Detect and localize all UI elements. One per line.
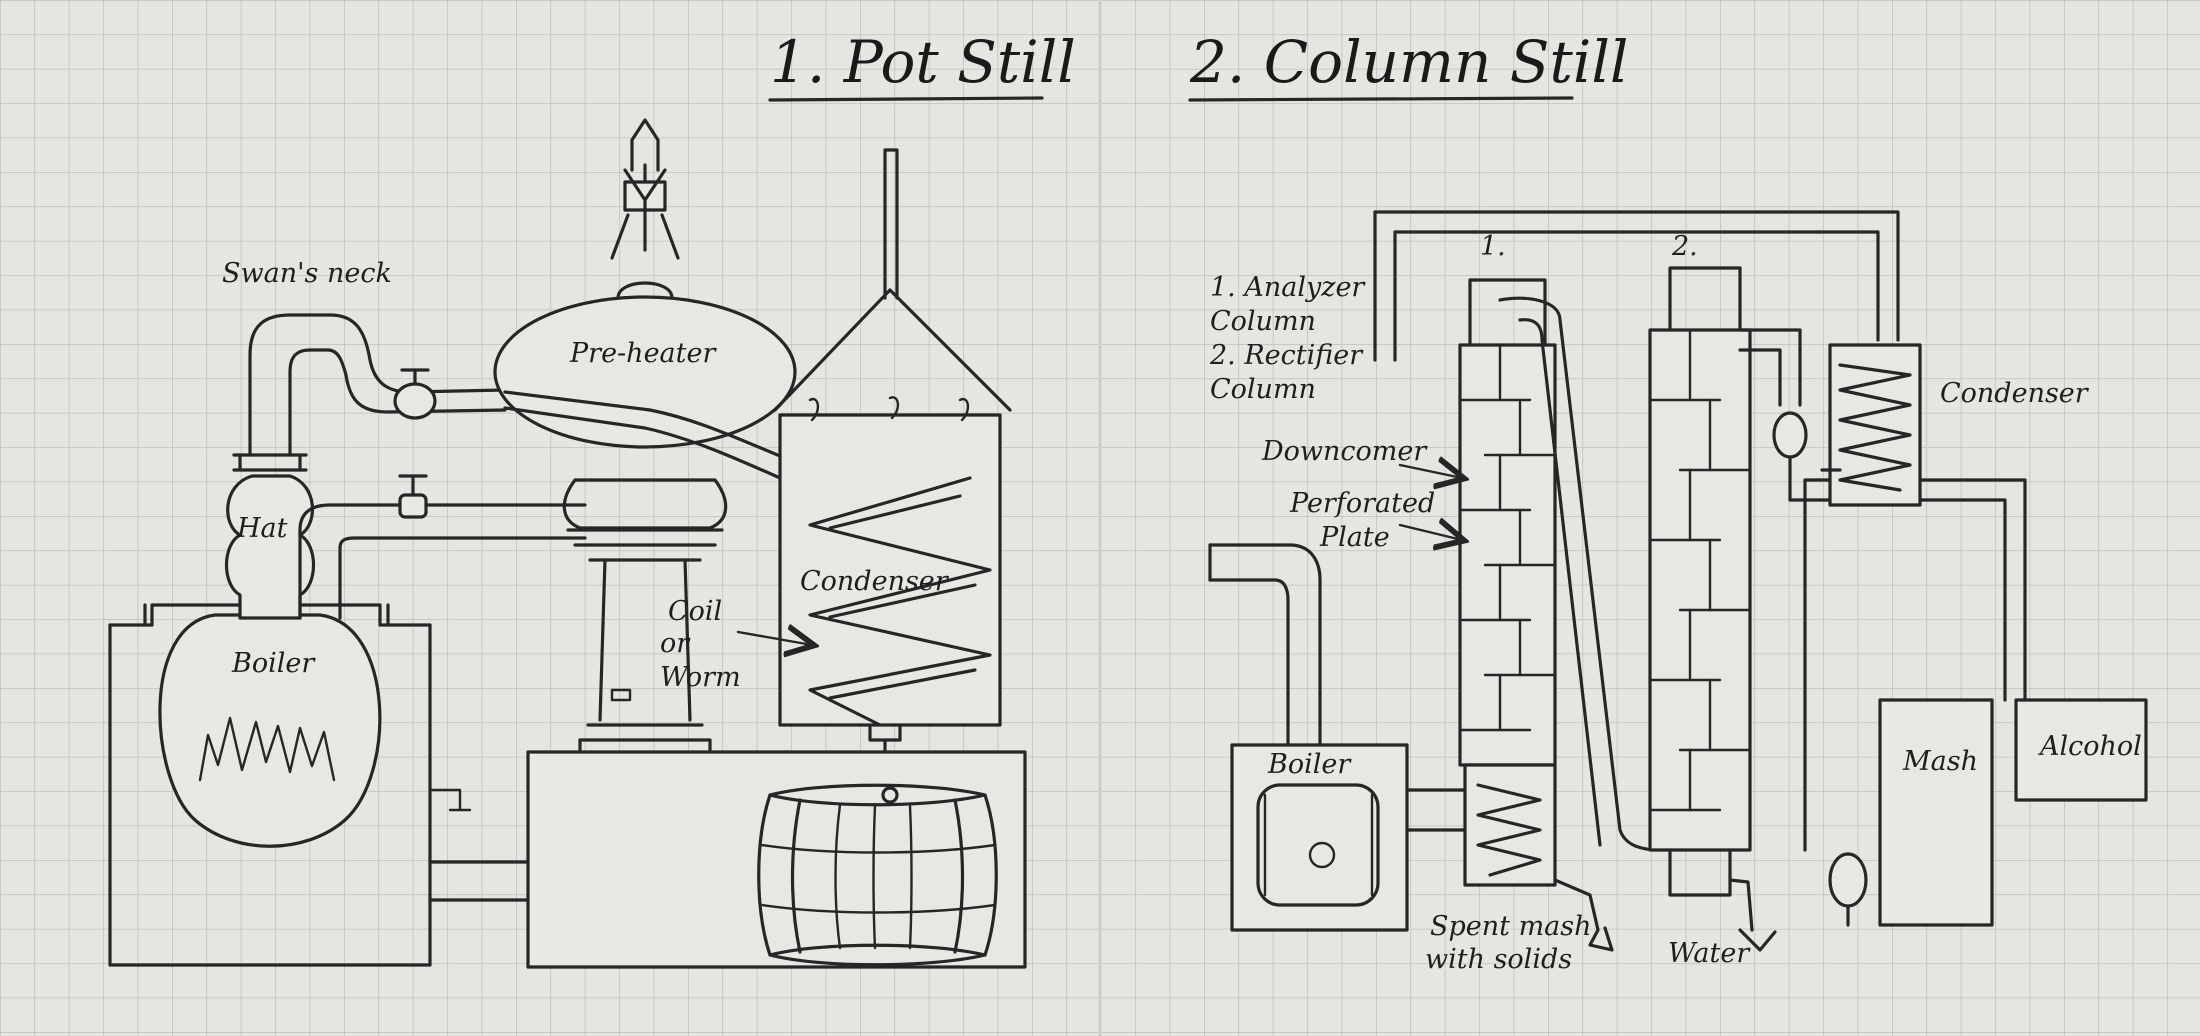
title-pot-still: 1. Pot Still <box>770 28 1076 96</box>
svg-text:or: or <box>660 628 691 659</box>
svg-text:Boiler: Boiler <box>1267 749 1352 780</box>
label-swans-neck: Swan's neck <box>222 258 392 289</box>
svg-text:Worm: Worm <box>660 662 741 693</box>
svg-text:Pre-heater: Pre-heater <box>569 338 717 369</box>
svg-text:Downcomer: Downcomer <box>1261 436 1428 467</box>
alcohol-tank: Alcohol <box>2016 700 2146 800</box>
svg-text:1.: 1. <box>1480 231 1506 262</box>
svg-text:Boiler: Boiler <box>231 648 316 679</box>
mash-tank: Mash <box>1880 700 1992 925</box>
svg-text:Alcohol: Alcohol <box>2037 731 2142 762</box>
title-column-still: 2. Column Still <box>1189 28 1628 96</box>
svg-text:Water: Water <box>1668 938 1751 969</box>
title-pot-still-underline <box>770 98 1042 100</box>
svg-text:Plate: Plate <box>1319 522 1390 553</box>
svg-text:Condenser: Condenser <box>1940 378 2090 409</box>
boiler: Boiler <box>160 615 380 846</box>
svg-text:1. Analyzer: 1. Analyzer <box>1210 272 1366 303</box>
svg-text:Hat: Hat <box>236 513 288 544</box>
svg-text:Coil: Coil <box>668 596 722 627</box>
rectifier-column: 2. <box>1650 231 1750 895</box>
svg-text:Perforated: Perforated <box>1289 488 1435 519</box>
svg-text:2.: 2. <box>1671 231 1698 262</box>
svg-text:2. Rectifier: 2. Rectifier <box>1209 340 1364 371</box>
title-column-still-underline <box>1190 98 1572 100</box>
svg-text:Column: Column <box>1210 374 1316 405</box>
svg-text:Spent mash: Spent mash <box>1430 911 1592 942</box>
svg-text:with solids: with solids <box>1425 944 1572 975</box>
svg-text:Mash: Mash <box>1902 746 1978 777</box>
svg-text:Column: Column <box>1210 306 1316 337</box>
svg-text:Condenser: Condenser <box>800 566 950 597</box>
barrel <box>759 785 997 965</box>
